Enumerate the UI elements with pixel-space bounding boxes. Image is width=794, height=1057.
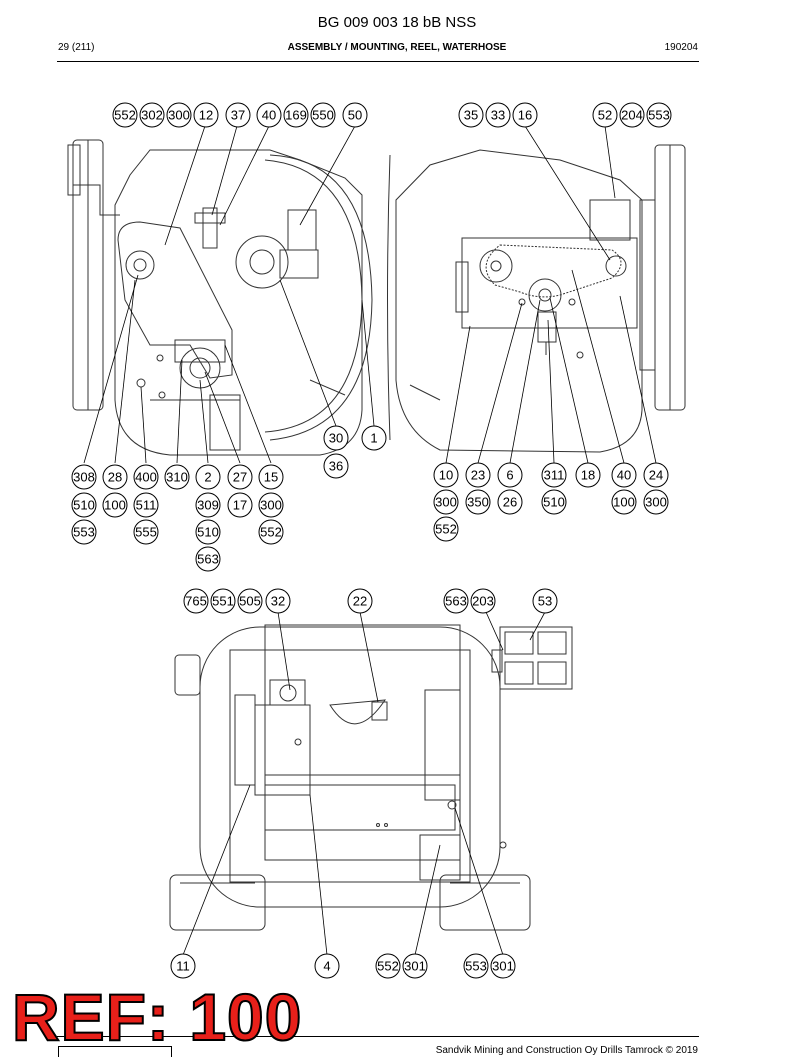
- callout-label: 510: [73, 498, 95, 513]
- callout-label: 28: [108, 470, 122, 485]
- callout-group-top-right: [458, 102, 672, 128]
- callout-label: 15: [264, 470, 278, 485]
- footer-copyright: Sandvik Mining and Construction Oy Drill…: [435, 1045, 698, 1056]
- callout-label: 510: [543, 495, 565, 510]
- callout-label: 40: [262, 108, 276, 123]
- callout-label: 1: [370, 431, 377, 446]
- callout-label: 551: [212, 594, 234, 609]
- callout-label: 33: [491, 108, 505, 123]
- page-number: 29 (211): [58, 42, 95, 53]
- callout-label: 350: [467, 495, 489, 510]
- callout-label: 309: [197, 498, 219, 513]
- callout-label: 100: [613, 495, 635, 510]
- callout-label: 30: [329, 431, 343, 446]
- callout-label: 302: [141, 108, 163, 123]
- callout-label: 400: [135, 470, 157, 485]
- callout-label: 311: [544, 468, 565, 483]
- callout-label: 511: [136, 498, 157, 513]
- callout-label: 23: [471, 468, 485, 483]
- document-id: BG 009 003 18 bB NSS: [317, 14, 477, 31]
- callout-label: 552: [377, 959, 399, 974]
- callout-label: 553: [648, 108, 670, 123]
- callout-label: 552: [260, 525, 282, 540]
- callout-label: 18: [581, 468, 595, 483]
- callout-label: 53: [538, 594, 552, 609]
- callout-label: 300: [260, 498, 282, 513]
- callout-label: 37: [231, 108, 245, 123]
- callout-label: 510: [197, 525, 219, 540]
- date-code: 190204: [664, 42, 698, 53]
- callout-label: 6: [506, 468, 513, 483]
- callout-label: 100: [104, 498, 126, 513]
- callout-label: 301: [404, 959, 426, 974]
- callout-label: 308: [73, 470, 95, 485]
- bottom-top-view: [169, 624, 573, 931]
- callout-label: 35: [464, 108, 478, 123]
- callout-label: 11: [176, 959, 190, 974]
- callout-group-bottom-bottom: [170, 953, 516, 979]
- brand-logo: [58, 1046, 172, 1057]
- callout-label: 27: [233, 470, 247, 485]
- callout-label: 40: [617, 468, 631, 483]
- callout-label: 765: [185, 594, 207, 609]
- header-rule: [57, 61, 699, 62]
- callout-label: 203: [472, 594, 494, 609]
- callout-label: 16: [518, 108, 532, 123]
- callout-label: 563: [197, 552, 219, 567]
- left-side-view: [67, 139, 373, 456]
- callout-group-right-bottom: [433, 462, 669, 542]
- callout-label: 563: [445, 594, 467, 609]
- callout-label: 22: [353, 594, 367, 609]
- callout-label: 300: [168, 108, 190, 123]
- callout-group-left-bottom: [71, 464, 284, 572]
- callout-label: 169: [285, 108, 307, 123]
- page-title: ASSEMBLY / MOUNTING, REEL, WATERHOSE: [287, 42, 507, 53]
- callout-label: 4: [323, 959, 330, 974]
- callout-label: 12: [199, 108, 213, 123]
- callout-label: 550: [312, 108, 334, 123]
- callout-label: 50: [348, 108, 362, 123]
- callout-label: 555: [135, 525, 157, 540]
- callout-labels: 552 302 300 12 37 40 169 550 50 35 33 16…: [73, 108, 670, 974]
- callout-label: 505: [239, 594, 261, 609]
- callout-label: 300: [645, 495, 667, 510]
- callout-label: 32: [271, 594, 285, 609]
- callout-label: 300: [435, 495, 457, 510]
- leader-lines: [83, 125, 657, 956]
- callout-label: 553: [465, 959, 487, 974]
- callout-label: 2: [204, 470, 211, 485]
- callout-label: 552: [435, 522, 457, 537]
- callout-label: 553: [73, 525, 95, 540]
- callout-group-top-left: [112, 102, 368, 128]
- callout-label: 24: [649, 468, 663, 483]
- callout-label: 301: [492, 959, 514, 974]
- callout-group-bottom-top: [183, 588, 558, 614]
- callout-label: 26: [503, 495, 517, 510]
- callout-label: 17: [233, 498, 247, 513]
- callout-label: 552: [114, 108, 136, 123]
- callout-label: 10: [439, 468, 453, 483]
- right-side-view: [387, 144, 686, 453]
- callout-circles: [71, 102, 672, 979]
- callout-group-mid: [323, 425, 387, 479]
- callout-label: 52: [598, 108, 612, 123]
- footer-rule: [57, 1036, 699, 1037]
- callout-label: 36: [329, 459, 343, 474]
- callout-label: 204: [621, 108, 643, 123]
- callout-label: 310: [166, 470, 188, 485]
- ref-stamp: REF: 100: [11, 980, 303, 1054]
